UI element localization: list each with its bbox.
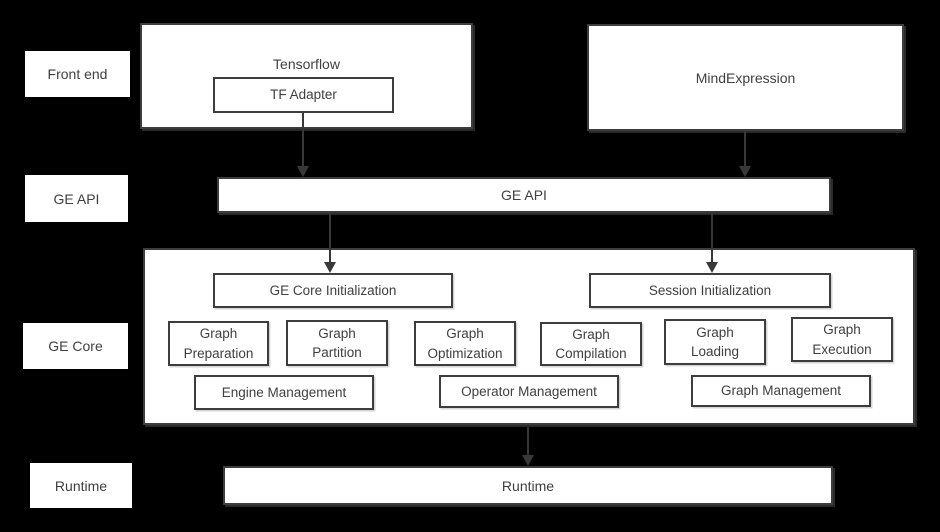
graph-preparation-box: Graph Preparation (168, 321, 269, 366)
stage-line: Loading (690, 344, 740, 359)
ge-api-bar-label: GE API (501, 187, 547, 203)
stage-line: Graph (823, 322, 861, 338)
row-label-front-end: Front end (25, 51, 130, 97)
stage-line: Optimization (427, 345, 503, 361)
mindexpression-label: MindExpression (695, 69, 796, 86)
runtime-bar-label: Runtime (501, 477, 555, 494)
ge-core-box: GE Core Initialization Session Initializ… (143, 248, 915, 425)
operator-management-label: Operator Management (461, 383, 597, 399)
graph-execution-box: Graph Execution (791, 317, 893, 362)
engine-management-label: Engine Management (221, 384, 347, 400)
ge-core-initialization-box: GE Core Initialization (213, 273, 453, 308)
row-label-ge-core: GE Core (23, 323, 128, 369)
session-initialization-box: Session Initialization (589, 273, 831, 308)
tensorflow-box: Tensorflow TF Adapter (140, 23, 473, 129)
arrow-ge-core-to-runtime (522, 427, 534, 466)
row-label-runtime: Runtime (30, 463, 132, 508)
ge-core-initialization-label: GE Core Initialization (269, 282, 397, 298)
stage-line: Preparation (183, 345, 254, 361)
arrow-mindexpression-to-ge-api (739, 130, 751, 177)
session-initialization-label: Session Initialization (648, 282, 772, 298)
stage-line: Execution (812, 341, 872, 357)
arrow-ge-api-to-session-init (706, 213, 718, 273)
runtime-bar: Runtime (223, 466, 833, 505)
tf-adapter-box: TF Adapter (213, 77, 394, 113)
ge-api-bar: GE API (217, 177, 831, 213)
stage-line: Partition (312, 345, 362, 360)
row-label-ge-api: GE API (25, 175, 128, 222)
graph-compilation-box: Graph Compilation (540, 322, 642, 366)
stage-line: Graph (446, 326, 484, 342)
engine-management-box: Engine Management (194, 375, 374, 410)
stage-line: Graph (572, 326, 610, 342)
arrow-tf-adapter-to-ge-api (297, 113, 309, 177)
mindexpression-box: MindExpression (587, 24, 904, 131)
stage-line: Graph (199, 326, 238, 342)
graph-management-label: Graph Management (720, 383, 842, 399)
stage-line: Graph (696, 324, 734, 340)
arrow-ge-api-to-ge-core-init (324, 213, 336, 273)
tensorflow-title: Tensorflow (273, 56, 340, 72)
graph-management-box: Graph Management (691, 375, 871, 407)
tf-adapter-label: TF Adapter (270, 87, 337, 103)
graph-optimization-box: Graph Optimization (414, 321, 516, 366)
stage-line: Compilation (555, 346, 627, 361)
stage-line: Graph (318, 325, 356, 341)
graph-loading-box: Graph Loading (664, 319, 766, 365)
operator-management-box: Operator Management (439, 375, 619, 408)
graph-partition-box: Graph Partition (286, 320, 388, 366)
